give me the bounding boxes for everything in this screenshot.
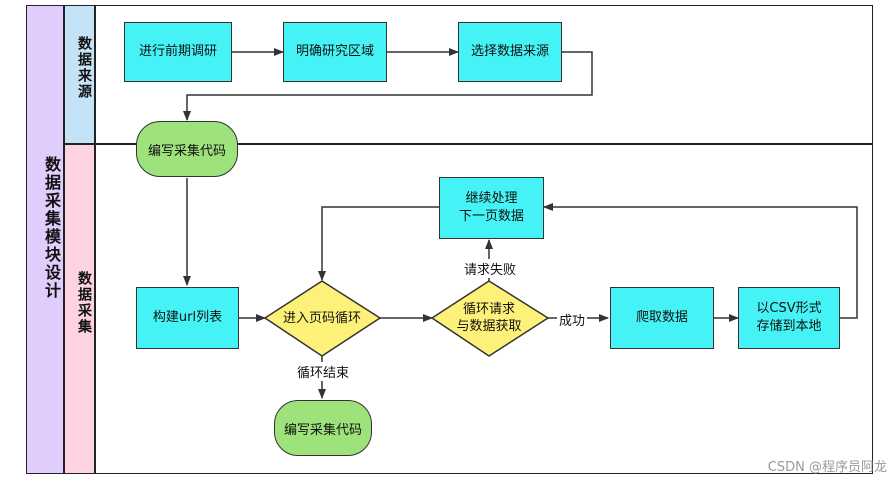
watermark-text: CSDN @程序员阿龙 xyxy=(767,460,887,475)
edge-label-request-failed: 请求失败 xyxy=(462,259,519,278)
node-write-code-bottom: 编写采集代码 xyxy=(274,400,372,456)
source-lane-body xyxy=(95,5,873,144)
node-save-csv: 以CSV形式 存储到本地 xyxy=(738,287,840,349)
node-write-code-top: 编写采集代码 xyxy=(136,121,238,177)
edge-label-loop-end: 循环结束 xyxy=(295,362,352,381)
source-lane-header: 数据来源 xyxy=(64,5,95,144)
node-continue-next-page: 继续处理 下一页数据 xyxy=(439,177,544,239)
edge-source-to-code xyxy=(183,51,593,121)
collect-lane-header: 数据采集 xyxy=(64,144,95,474)
node-research: 进行前期调研 xyxy=(124,22,232,82)
node-build-url-list: 构建url列表 xyxy=(136,287,239,349)
collect-lane-body xyxy=(95,144,873,474)
node-choose-source: 选择数据来源 xyxy=(458,22,562,82)
main-lane-header: 数据采集模块设计 xyxy=(26,5,64,474)
collect-lane-label: 数据采集 xyxy=(76,271,92,335)
edge-label-success: 成功 xyxy=(557,310,588,329)
edge-next-page-to-loop xyxy=(318,206,439,281)
decision-loop-request-label: 循环请求 与数据获取 xyxy=(456,302,522,334)
decision-enter-page-loop-label: 进入页码循环 xyxy=(282,310,361,326)
main-lane-label: 数据采集模块设计 xyxy=(42,156,61,300)
decision-loop-request-shape xyxy=(430,280,550,357)
node-crawl-data: 爬取数据 xyxy=(610,287,714,349)
edge-save-to-next-page xyxy=(543,203,858,319)
source-lane-label: 数据来源 xyxy=(76,36,92,100)
node-define-area: 明确研究区域 xyxy=(283,22,387,82)
decision-enter-page-loop-shape xyxy=(263,280,382,357)
